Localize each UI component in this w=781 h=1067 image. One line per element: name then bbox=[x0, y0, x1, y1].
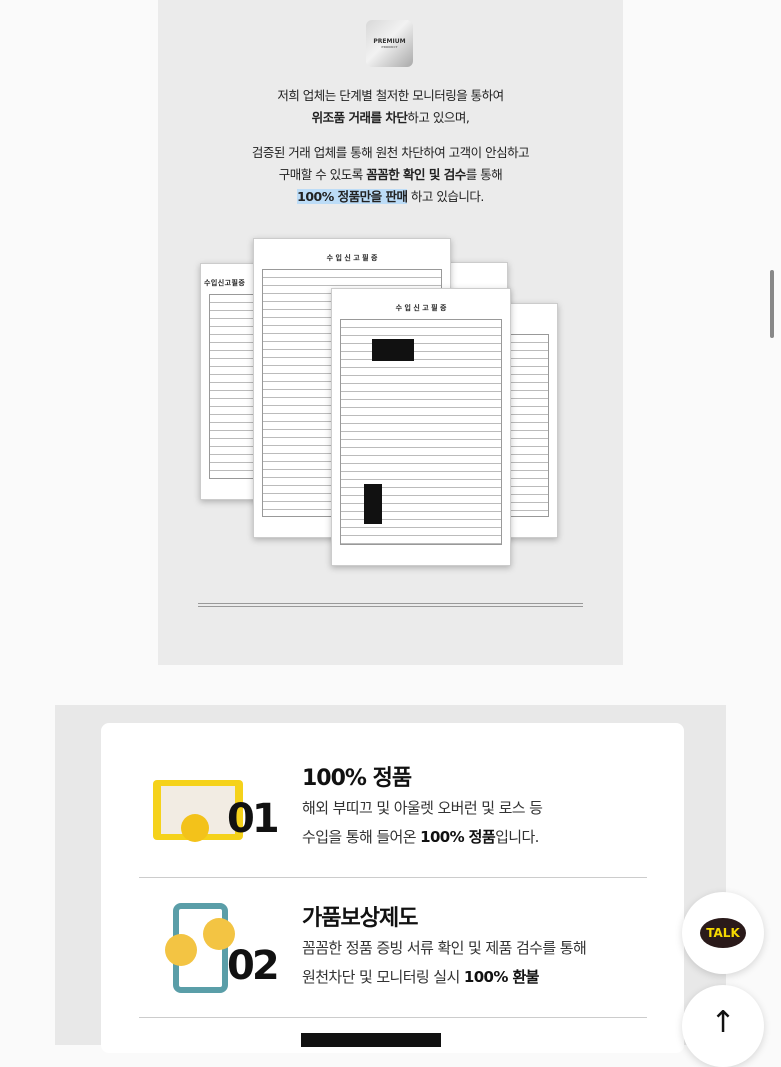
import-document: 수 입 신 고 필 증 bbox=[331, 288, 511, 566]
features-section: 01 100% 정품 해외 부띠끄 및 아울렛 오버런 및 로스 등 수입을 통… bbox=[55, 705, 726, 1053]
intro-text-2: 검증된 거래 업체를 통해 원천 차단하여 고객이 안심하고 구매할 수 있도록… bbox=[251, 145, 530, 204]
feature-desc: 해외 부띠끄 및 아울렛 오버런 및 로스 등 수입을 통해 들어온 100% … bbox=[302, 799, 543, 846]
feature-item-1: 01 100% 정품 해외 부띠끄 및 아울렛 오버런 및 로스 등 수입을 통… bbox=[139, 738, 647, 878]
feature-title-3-clipped bbox=[301, 1033, 441, 1047]
scroll-top-button[interactable]: ↑ bbox=[682, 985, 764, 1067]
intro-text-1: 저희 업체는 단계별 철저한 모니터링을 통하여 위조품 거래를 차단하고 있으… bbox=[277, 88, 504, 125]
certificate-icon: 01 bbox=[151, 758, 280, 843]
premium-section: PREMIUM PRODUCT 저희 업체는 단계별 철저한 모니터링을 통하여… bbox=[158, 0, 623, 665]
divider bbox=[198, 603, 583, 607]
arrow-up-icon: ↑ bbox=[710, 1005, 736, 1040]
phone-coins-icon: 02 bbox=[151, 898, 280, 993]
feature-desc: 꼼꼼한 정품 증빙 서류 확인 및 제품 검수를 통해 원천차단 및 모니터링 … bbox=[302, 939, 587, 986]
feature-title: 100% 정품 bbox=[302, 766, 412, 791]
feature-title: 가품보상제도 bbox=[302, 906, 418, 931]
scrollbar[interactable] bbox=[770, 270, 774, 338]
premium-badge: PREMIUM PRODUCT bbox=[366, 20, 413, 67]
kakao-talk-button[interactable]: TALK bbox=[682, 892, 764, 974]
feature-item-2: 02 가품보상제도 꼼꼼한 정품 증빙 서류 확인 및 제품 검수를 통해 원천… bbox=[139, 878, 647, 1018]
features-card: 01 100% 정품 해외 부띠끄 및 아울렛 오버런 및 로스 등 수입을 통… bbox=[101, 723, 684, 1053]
